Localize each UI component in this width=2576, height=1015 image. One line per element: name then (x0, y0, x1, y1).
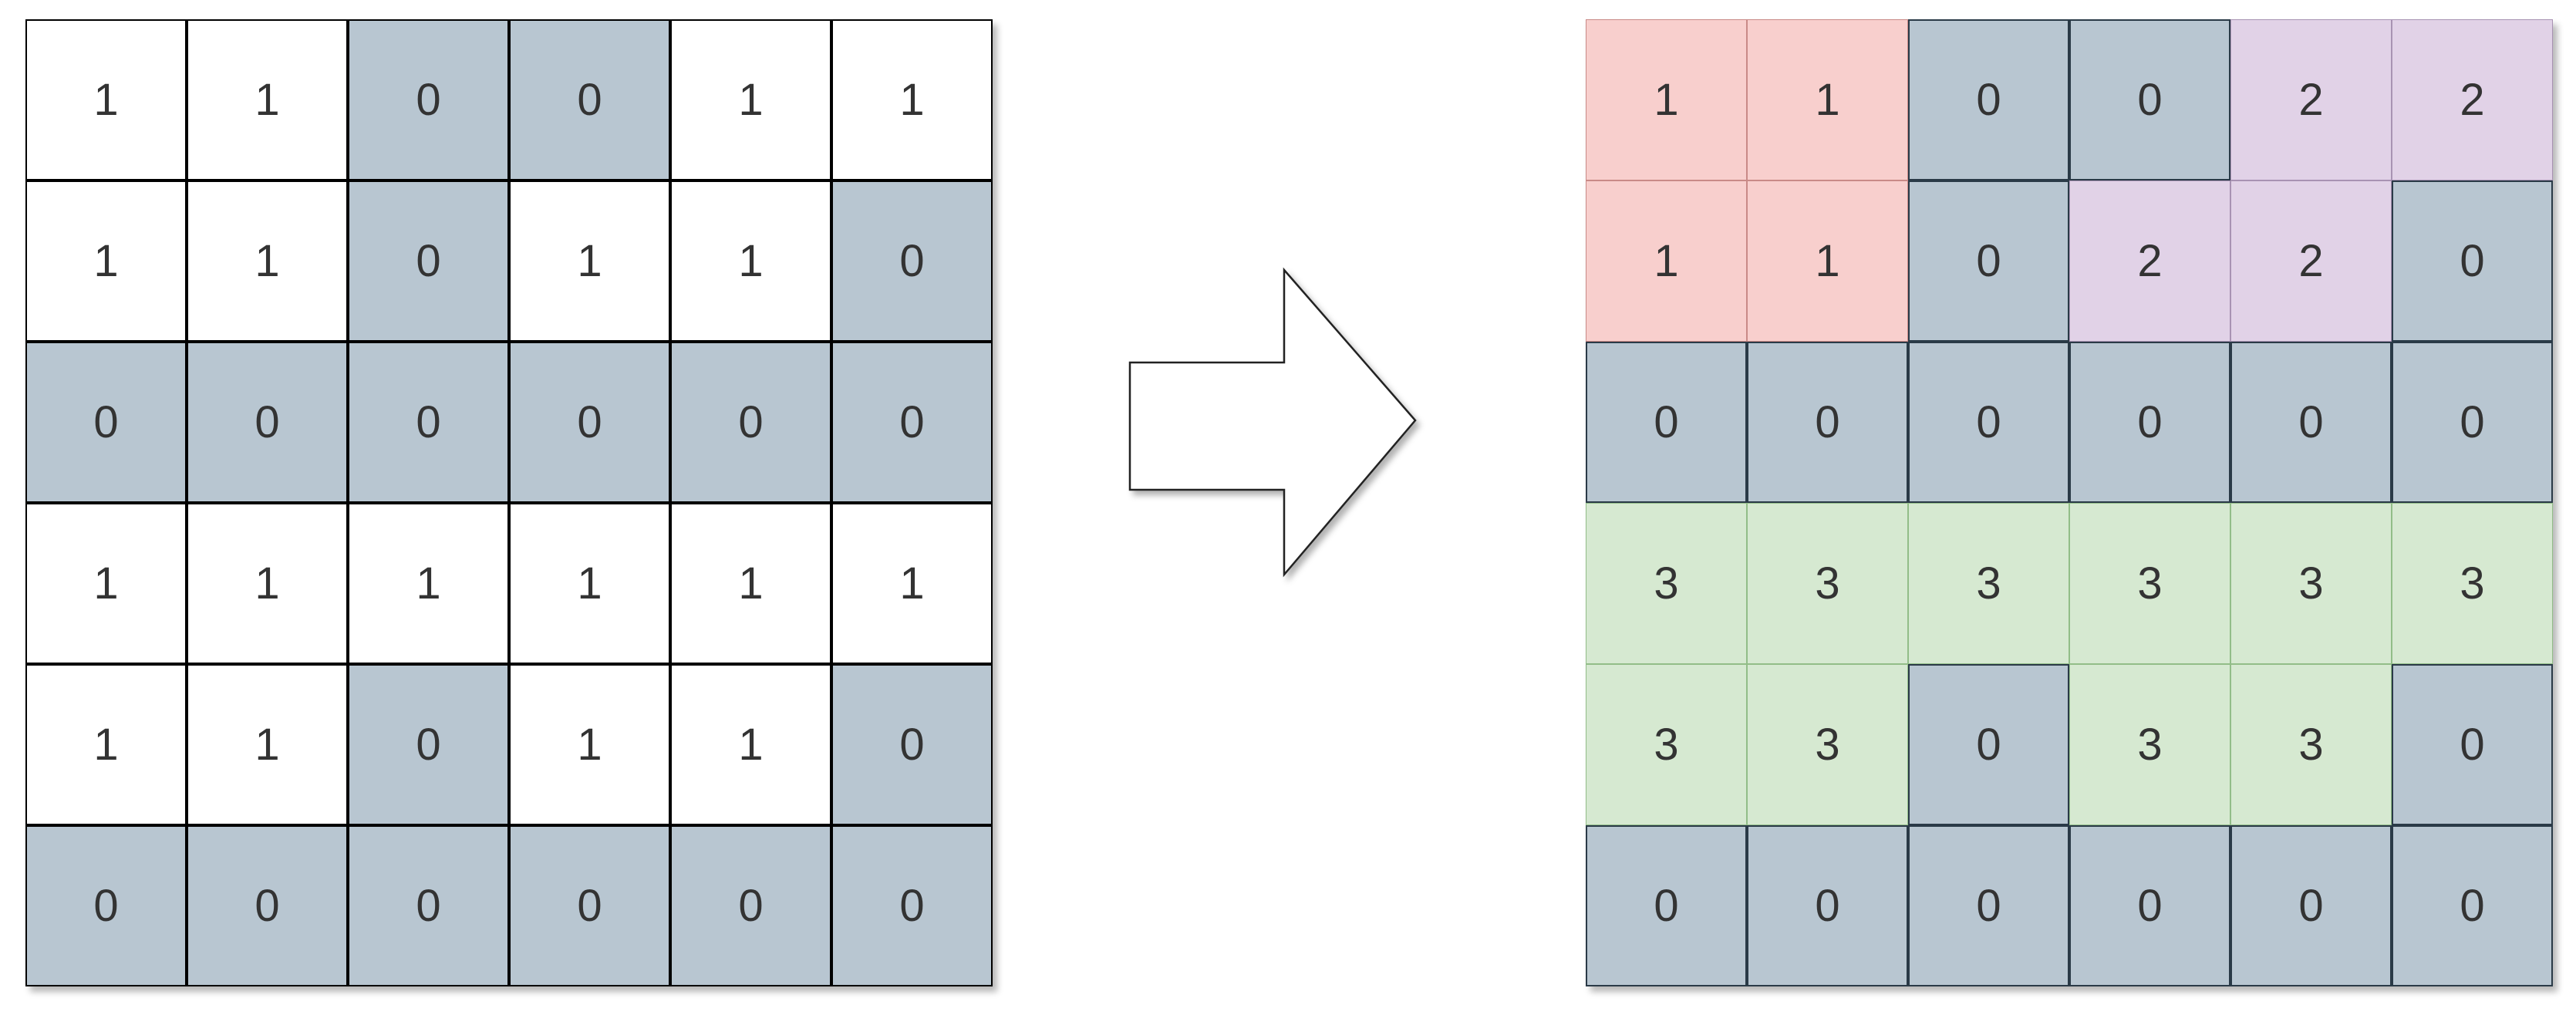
grid-cell: 1 (670, 19, 831, 180)
grid-cell: 1 (831, 503, 993, 664)
grid-cell: 0 (1747, 825, 1908, 986)
grid-cell: 1 (1747, 19, 1908, 180)
grid-cell: 1 (670, 503, 831, 664)
grid-cell: 0 (25, 825, 187, 986)
grid-cell: 1 (25, 180, 187, 342)
grid-cell: 0 (348, 664, 509, 825)
grid-cell: 1 (1747, 180, 1908, 342)
grid-cell: 0 (1908, 19, 2069, 180)
grid-cell: 0 (509, 342, 670, 503)
grid-cell: 0 (2230, 342, 2392, 503)
right-arrow-icon (1128, 267, 1417, 578)
grid-cell: 1 (1586, 180, 1747, 342)
grid-cell: 3 (2392, 503, 2553, 664)
grid-cell: 0 (2230, 825, 2392, 986)
grid-cell: 0 (348, 19, 509, 180)
grid-cell: 0 (1908, 825, 2069, 986)
grid-cell: 0 (2392, 342, 2553, 503)
grid-cell: 0 (187, 342, 348, 503)
grid-cell: 0 (831, 825, 993, 986)
grid-cell: 3 (1908, 503, 2069, 664)
grid-cell: 0 (25, 342, 187, 503)
grid-cell: 0 (670, 342, 831, 503)
grid-cell: 1 (670, 664, 831, 825)
grid-cell: 0 (1586, 342, 1747, 503)
grid-cell: 1 (25, 664, 187, 825)
grid-cell: 0 (348, 825, 509, 986)
grid-cell: 0 (509, 19, 670, 180)
grid-cell: 1 (670, 180, 831, 342)
grid-cell: 0 (1908, 342, 2069, 503)
grid-cell: 3 (1747, 503, 1908, 664)
grid-cell: 1 (187, 664, 348, 825)
grid-cell: 3 (1586, 664, 1747, 825)
grid-cell: 2 (2230, 19, 2392, 180)
grid-cell: 0 (348, 342, 509, 503)
grid-cell: 2 (2069, 180, 2230, 342)
grid-cell: 0 (670, 825, 831, 986)
grid-cell: 1 (25, 19, 187, 180)
grid-cell: 1 (831, 19, 993, 180)
grid-cell: 3 (2230, 503, 2392, 664)
grid-cell: 1 (348, 503, 509, 664)
grid-cell: 0 (2392, 664, 2553, 825)
grid-cell: 0 (2069, 19, 2230, 180)
grid-cell: 0 (2392, 180, 2553, 342)
grid-cell: 0 (2069, 342, 2230, 503)
grid-cell: 0 (509, 825, 670, 986)
grid-cell: 0 (1908, 664, 2069, 825)
grid-cell: 0 (2069, 825, 2230, 986)
grid-cell: 0 (1586, 825, 1747, 986)
grid-cell: 1 (509, 180, 670, 342)
grid-cell: 3 (2069, 503, 2230, 664)
grid-cell: 2 (2392, 19, 2553, 180)
grid-cell: 1 (187, 180, 348, 342)
grid-cell: 0 (2392, 825, 2553, 986)
grid-cell: 0 (187, 825, 348, 986)
grid-cell: 0 (348, 180, 509, 342)
grid-cell: 3 (2230, 664, 2392, 825)
grid-cell: 1 (187, 503, 348, 664)
grid-cell: 2 (2230, 180, 2392, 342)
grid-cell: 0 (831, 342, 993, 503)
grid-cell: 3 (1586, 503, 1747, 664)
grid-cell: 0 (1747, 342, 1908, 503)
grid-cell: 3 (1747, 664, 1908, 825)
grid-cell: 1 (1586, 19, 1747, 180)
grid-cell: 0 (831, 180, 993, 342)
grid-cell: 1 (509, 664, 670, 825)
grid-cell: 1 (509, 503, 670, 664)
grid-cell: 0 (1908, 180, 2069, 342)
grid-cell: 3 (2069, 664, 2230, 825)
grid-cell: 0 (831, 664, 993, 825)
grid-cell: 1 (187, 19, 348, 180)
grid-cell: 1 (25, 503, 187, 664)
